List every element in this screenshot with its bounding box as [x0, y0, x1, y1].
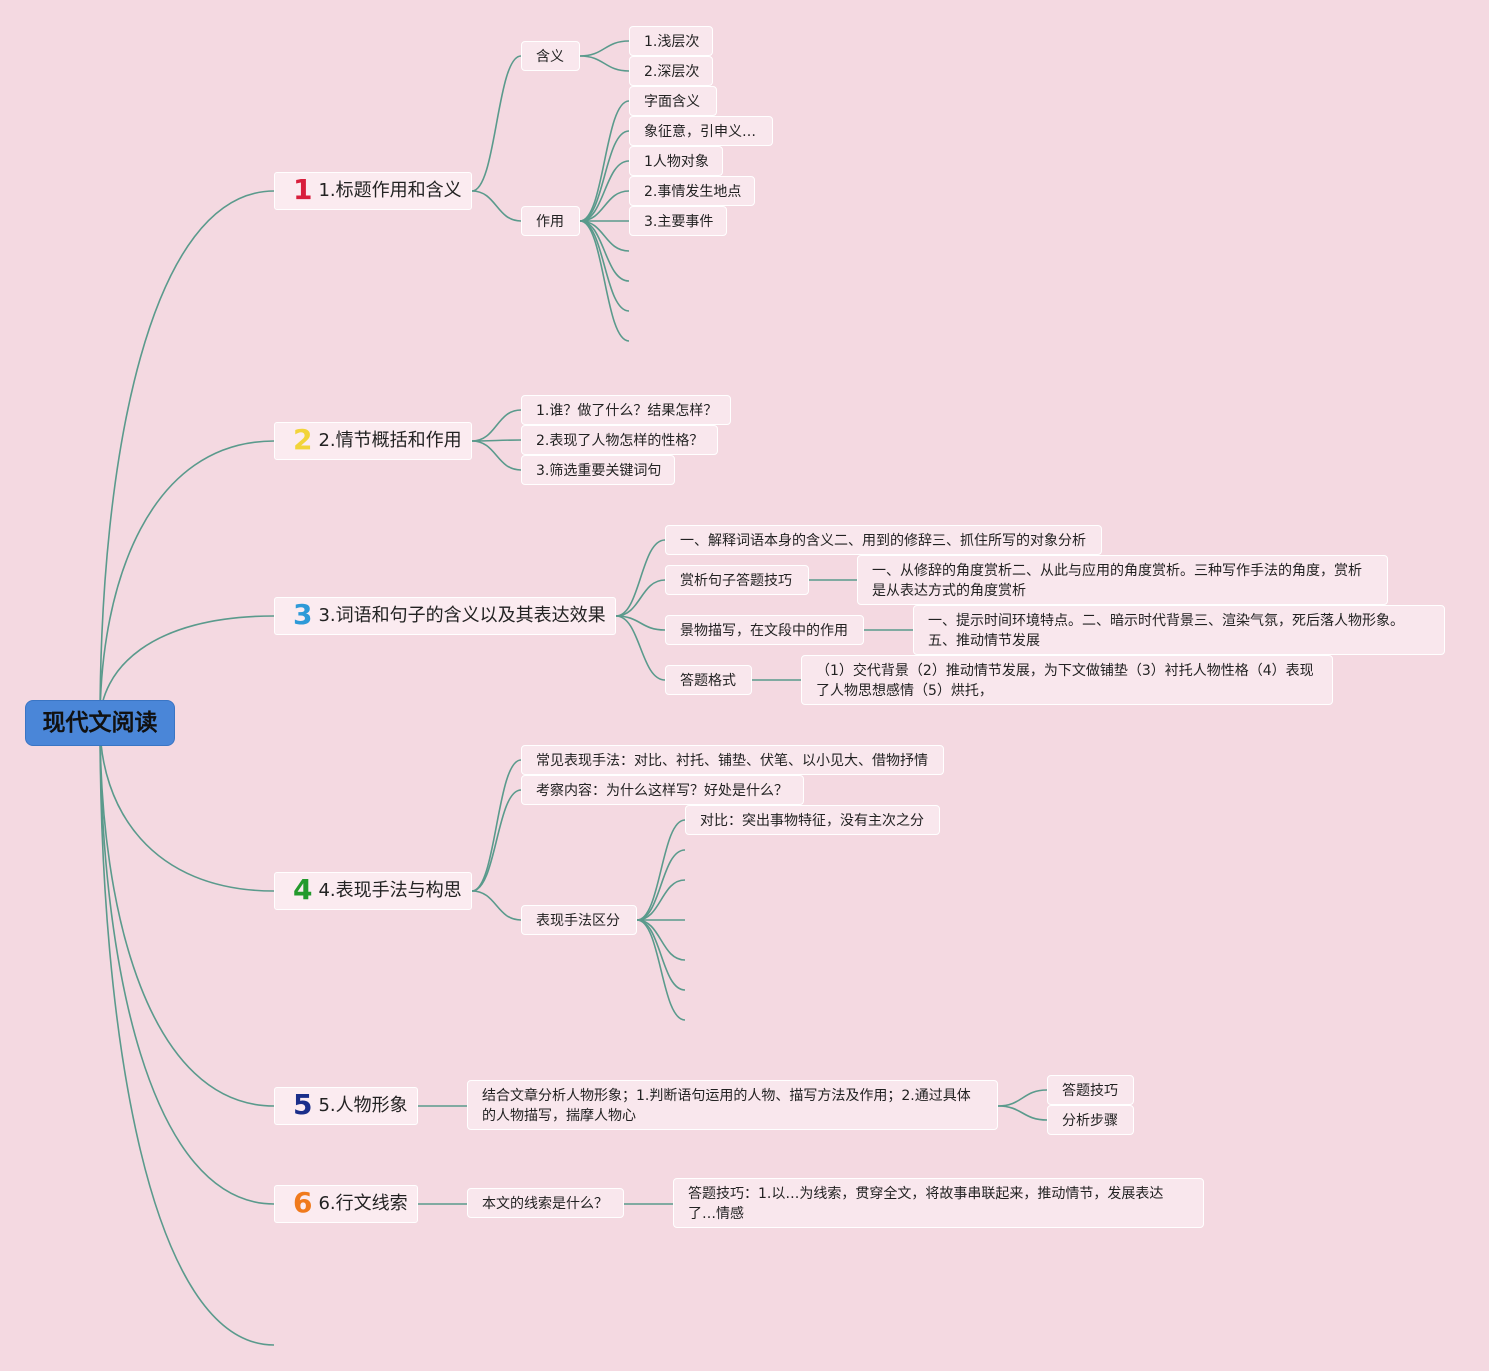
node-answer-format-detail[interactable]: （1）交代背景（2）推动情节发展，为下文做铺垫（3）衬托人物性格（4）表现了人物…	[801, 655, 1333, 705]
root-connector-2	[99, 440, 275, 724]
node-exam-content[interactable]: 考察内容：为什么这样写？好处是什么？	[521, 775, 804, 805]
node-event-location[interactable]: 2.事情发生地点	[629, 176, 755, 206]
connector	[579, 220, 630, 282]
connector	[579, 55, 630, 72]
connector	[471, 55, 522, 192]
connector	[636, 919, 686, 991]
connector	[636, 879, 686, 921]
connector	[471, 440, 522, 471]
node-symbolic-meaning[interactable]: 象征意，引申义…	[629, 116, 773, 146]
connector	[579, 220, 630, 342]
node-analysis-steps[interactable]: 分析步骤	[1047, 1105, 1134, 1135]
node-literal-meaning[interactable]: 字面含义	[629, 86, 717, 116]
node-scenery-description[interactable]: 景物描写，在文段中的作用	[665, 615, 864, 645]
branch-label: 3.词语和句子的含义以及其表达效果	[318, 605, 606, 626]
node-character-analysis[interactable]: 结合文章分析人物形象；1.判断语句运用的人物、描写方法及作用；2.通过具体的人物…	[467, 1080, 998, 1130]
node-clue-question[interactable]: 本文的线索是什么？	[467, 1188, 624, 1218]
number-badge-3: 3	[293, 598, 313, 631]
root-connector-6	[99, 722, 275, 1205]
branch-label: 2.情节概括和作用	[318, 430, 462, 451]
connector	[615, 579, 666, 617]
connector	[471, 890, 522, 921]
node-function[interactable]: 作用	[521, 206, 580, 236]
number-badge-2: 2	[293, 423, 313, 456]
connector	[579, 130, 630, 222]
connector	[579, 160, 630, 222]
connector	[636, 919, 686, 1021]
branch-label: 1.标题作用和含义	[318, 180, 462, 201]
node-deep-level[interactable]: 2.深层次	[629, 56, 713, 86]
root-connector-1	[99, 190, 275, 724]
connector	[997, 1105, 1048, 1121]
node-meaning[interactable]: 含义	[521, 41, 580, 71]
connector	[579, 100, 630, 222]
connector	[579, 190, 630, 222]
node-common-techniques[interactable]: 常见表现手法：对比、衬托、铺垫、伏笔、以小见大、借物抒情	[521, 745, 944, 775]
node-clue-answer[interactable]: 答题技巧：1.以…为线索，贯穿全文，将故事串联起来，推动情节，发展表达了…情感	[673, 1178, 1204, 1228]
node-sentence-appreciation[interactable]: 赏析句子答题技巧	[665, 565, 809, 595]
connector	[615, 615, 666, 681]
node-who-what-result[interactable]: 1.谁？做了什么？结果怎样？	[521, 395, 731, 425]
root-connector-7	[99, 722, 275, 1346]
connector	[615, 539, 666, 617]
connector	[471, 409, 522, 442]
root-connector-4	[99, 722, 275, 892]
node-shallow-level[interactable]: 1.浅层次	[629, 26, 713, 56]
connector	[997, 1089, 1048, 1107]
connector	[471, 190, 522, 222]
node-technique-distinction[interactable]: 表现手法区分	[521, 905, 637, 935]
node-sentence-appreciation-detail[interactable]: 一、从修辞的角度赏析二、从此与应用的角度赏析。三种写作手法的角度，赏析是从表达方…	[857, 555, 1388, 605]
connector	[471, 789, 522, 892]
root-connector-5	[99, 722, 275, 1107]
connector	[471, 759, 522, 892]
node-main-event[interactable]: 3.主要事件	[629, 206, 727, 236]
node-answer-skill[interactable]: 答题技巧	[1047, 1075, 1134, 1105]
number-badge-6: 6	[293, 1186, 313, 1219]
node-word-explanation[interactable]: 一、解释词语本身的含义二、用到的修辞三、抓住所写的对象分析	[665, 525, 1102, 555]
number-badge-1: 1	[293, 173, 313, 206]
connector	[636, 849, 686, 921]
node-answer-format[interactable]: 答题格式	[665, 665, 752, 695]
node-scenery-description-detail[interactable]: 一、提示时间环境特点。二、暗示时代背景三、渲染气氛，死后落人物形象。五、推动情节…	[913, 605, 1445, 655]
number-badge-5: 5	[293, 1088, 313, 1121]
connector	[579, 40, 630, 57]
branch-label: 5.人物形象	[318, 1095, 408, 1116]
node-key-sentences[interactable]: 3.筛选重要关键词句	[521, 455, 675, 485]
number-badge-4: 4	[293, 873, 313, 906]
branch-label: 4.表现手法与构思	[318, 880, 462, 901]
connector	[636, 819, 686, 921]
connector	[579, 220, 630, 312]
node-character-personality[interactable]: 2.表现了人物怎样的性格？	[521, 425, 718, 455]
node-contrast[interactable]: 对比：突出事物特征，没有主次之分	[685, 805, 940, 835]
branch-label: 6.行文线索	[318, 1193, 408, 1214]
root-node[interactable]: 现代文阅读	[25, 700, 175, 746]
node-character-object[interactable]: 1人物对象	[629, 146, 723, 176]
